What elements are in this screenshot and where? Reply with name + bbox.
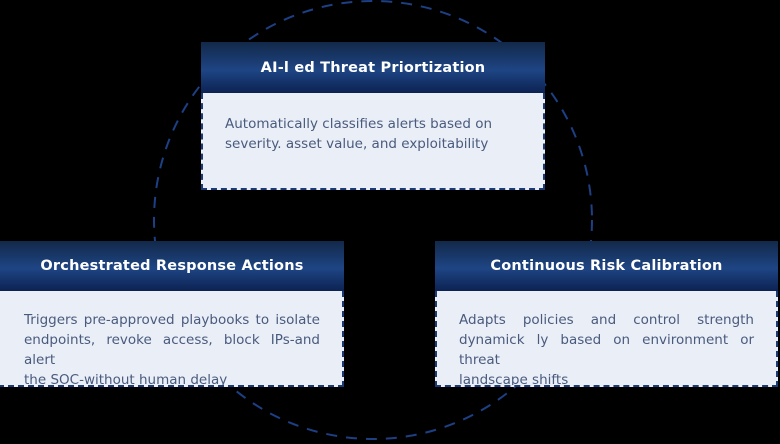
card-body-continuous-risk-calibration: Adapts policies and control strength dyn… (435, 291, 778, 387)
card-ai-led-threat-priortization[interactable]: AI-l ed Threat Priortization Automatical… (201, 42, 545, 190)
card-header-continuous-risk-calibration: Continuous Risk Calibration (435, 241, 778, 291)
card-header-ai-led-threat-priortization: AI-l ed Threat Priortization (201, 42, 545, 93)
card-orchestrated-response-actions[interactable]: Orchestrated Response Actions Triggers p… (0, 241, 344, 387)
card-title: AI-l ed Threat Priortization (260, 59, 486, 76)
card-body-text: Automatically classifies alerts based on… (225, 116, 493, 152)
card-title: Continuous Risk Calibration (490, 258, 723, 274)
card-body-text-line-2: the SOC-without human delay (24, 372, 228, 387)
card-title: Orchestrated Response Actions (40, 258, 304, 274)
card-body-text-line-2: landscape shifts (459, 372, 569, 387)
card-body-text-line-1: Triggers pre-approved playbooks to isola… (24, 312, 320, 368)
card-header-orchestrated-response-actions: Orchestrated Response Actions (0, 241, 344, 291)
card-body-text-line-1: Adapts policies and control strength dyn… (459, 312, 754, 368)
card-body-ai-led-threat-priortization: Automatically classifies alerts based on… (201, 93, 545, 190)
card-body-orchestrated-response-actions: Triggers pre-approved playbooks to isola… (0, 291, 344, 387)
card-continuous-risk-calibration[interactable]: Continuous Risk Calibration Adapts polic… (435, 241, 778, 387)
